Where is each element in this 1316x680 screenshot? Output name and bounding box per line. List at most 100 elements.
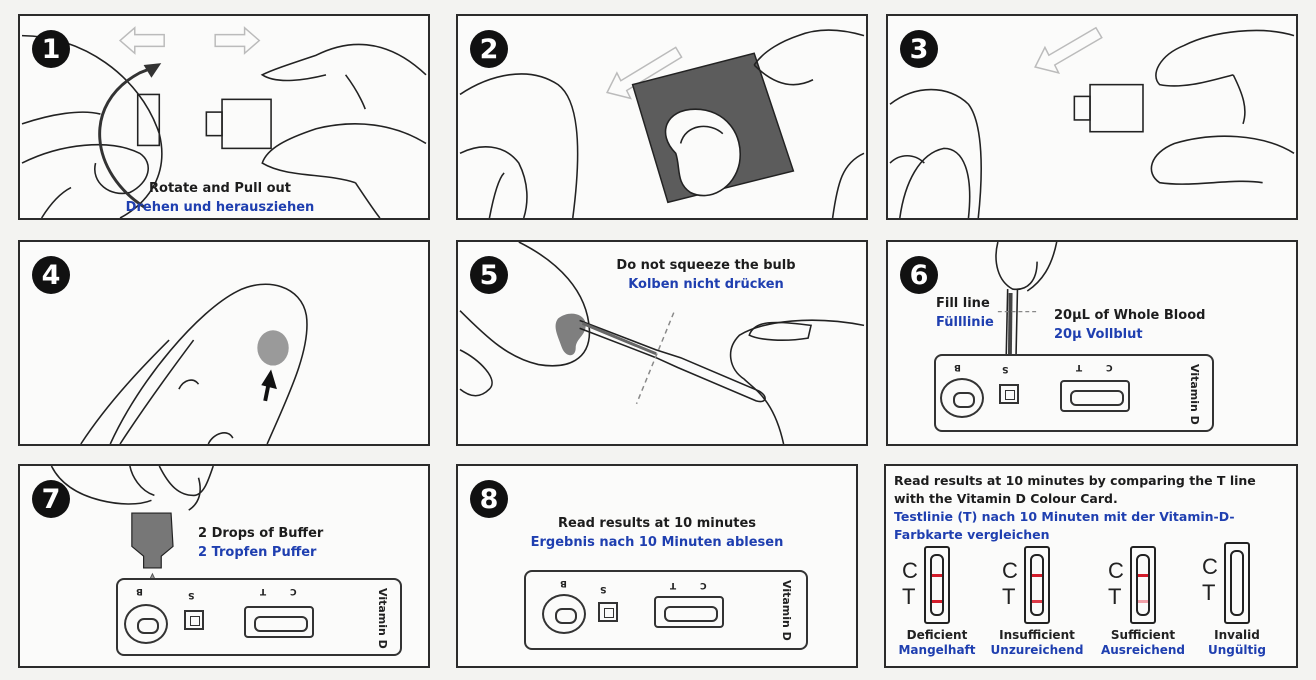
thumb-icon bbox=[664, 108, 741, 197]
result-window-icon bbox=[244, 606, 314, 638]
right-finger-icon bbox=[729, 319, 865, 444]
left-hand-icon bbox=[459, 73, 579, 218]
blood-drop-icon bbox=[257, 330, 289, 366]
line-c-label: C bbox=[1106, 362, 1113, 372]
hand-icon bbox=[50, 466, 214, 505]
step-3-illustration bbox=[889, 26, 1295, 218]
result-insufficient: C T Insufficient Unzureichend bbox=[991, 546, 1083, 666]
result-label-en: Deficient bbox=[906, 628, 968, 642]
finger-icon bbox=[109, 283, 308, 444]
t-label: T bbox=[902, 584, 916, 609]
step-6-caption: 20µL of Whole Blood 20µ Vollblut bbox=[1054, 306, 1205, 344]
t-label: T bbox=[1108, 584, 1122, 609]
result-label-de: Mangelhaft bbox=[898, 643, 976, 657]
step-6-text-en: 20µL of Whole Blood bbox=[1054, 308, 1206, 323]
c-label: C bbox=[1108, 558, 1124, 583]
result-window-icon bbox=[1060, 380, 1130, 412]
result-sufficient: C T Sufficient Ausreichend bbox=[1101, 546, 1188, 666]
results-intro-de: Testlinie (T) nach 10 Minuten mit der Vi… bbox=[894, 509, 1235, 542]
test-strip-icon bbox=[1130, 546, 1156, 624]
buffer-well-icon bbox=[940, 378, 984, 418]
step-6-fill-caption: Fill line Fülllinie bbox=[936, 294, 994, 332]
step-4-panel: 4 bbox=[18, 240, 430, 446]
results-intro-en: Read results at 10 minutes by comparing … bbox=[894, 473, 1256, 506]
buffer-well-icon bbox=[124, 604, 168, 644]
step-6-text-de: 20µ Vollblut bbox=[1054, 327, 1143, 342]
test-cassette: B S T C Vitamin D bbox=[524, 570, 808, 650]
step-7-text-de: 2 Tropfen Puffer bbox=[198, 545, 317, 560]
step-8-text-en: Read results at 10 minutes bbox=[558, 516, 756, 531]
step-5-illustration bbox=[459, 242, 865, 444]
c-line-mark bbox=[1032, 574, 1042, 577]
well-s-label: S bbox=[188, 590, 195, 600]
right-hand-icon bbox=[1150, 29, 1295, 185]
right-hand-icon bbox=[753, 29, 865, 218]
result-label-de: Ausreichend bbox=[1100, 643, 1186, 657]
result-window-icon bbox=[654, 596, 724, 628]
capillary-pipette-icon bbox=[579, 319, 766, 403]
well-b-label: B bbox=[954, 362, 961, 372]
cassette-brand-label: Vitamin D bbox=[376, 588, 389, 649]
step-6-badge: 6 bbox=[900, 256, 938, 294]
well-s-label: S bbox=[600, 584, 607, 594]
result-label-en: Insufficient bbox=[999, 628, 1075, 642]
c-label: C bbox=[902, 558, 918, 583]
step-3-panel: 3 bbox=[886, 14, 1298, 220]
step-4-illustration bbox=[80, 283, 308, 444]
fill-line-dashed bbox=[635, 312, 675, 405]
line-c-label: C bbox=[700, 580, 707, 590]
result-label-de: Unzureichend bbox=[990, 643, 1084, 657]
step-4-badge: 4 bbox=[32, 256, 70, 294]
step-8-text-de: Ergebnis nach 10 Minuten ablesen bbox=[530, 535, 784, 550]
c-label: C bbox=[1002, 558, 1018, 583]
c-label: C bbox=[1202, 554, 1218, 579]
sample-well-icon bbox=[184, 610, 204, 630]
test-strip-icon bbox=[1224, 542, 1250, 624]
left-hand-icon bbox=[889, 88, 982, 218]
step-1-panel: 1 Rotate and Pull out Drehen und herausz… bbox=[18, 14, 430, 220]
line-c-label: C bbox=[290, 586, 297, 596]
step-5-caption: Do not squeeze the bulb Kolben nicht drü… bbox=[606, 256, 806, 294]
cassette-brand-label: Vitamin D bbox=[1188, 364, 1201, 425]
line-t-label: T bbox=[1076, 362, 1083, 372]
dropper-bottle-icon bbox=[131, 512, 174, 569]
sample-well-icon bbox=[598, 602, 618, 622]
step-1-text-de: Drehen und herausziehen bbox=[125, 200, 315, 215]
step-7-badge: 7 bbox=[32, 480, 70, 518]
step-2-badge: 2 bbox=[470, 30, 508, 68]
t-line-mark bbox=[1032, 600, 1042, 603]
results-intro: Read results at 10 minutes by comparing … bbox=[894, 472, 1288, 544]
cassette-brand-label: Vitamin D bbox=[780, 580, 793, 641]
test-cassette: B S T C Vitamin D bbox=[116, 578, 402, 656]
step-1-text-en: Rotate and Pull out bbox=[149, 181, 291, 196]
step-6-panel: 6 Fill line Fülllinie 20µL of Whole Bloo… bbox=[886, 240, 1298, 446]
blood-drop-icon bbox=[555, 313, 586, 356]
result-deficient: C T Deficient Mangelhaft bbox=[898, 546, 982, 666]
c-line-mark bbox=[1138, 574, 1148, 577]
step-6-fill-text-en: Fill line bbox=[936, 296, 990, 311]
arrow-right-icon bbox=[214, 26, 261, 55]
test-strip-icon bbox=[924, 546, 950, 624]
step-5-badge: 5 bbox=[470, 256, 508, 294]
t-line-mark bbox=[1138, 600, 1148, 603]
arrow-down-left-icon bbox=[606, 46, 683, 100]
step-1-caption: Rotate and Pull out Drehen und herauszie… bbox=[120, 179, 320, 217]
well-b-label: B bbox=[136, 586, 143, 596]
rotate-arrow-icon bbox=[98, 67, 151, 209]
lancet-cap-icon bbox=[136, 93, 161, 147]
step-7-panel: 7 2 Drops of Buffer 2 Tropfen Puffer B S… bbox=[18, 464, 430, 668]
step-8-badge: 8 bbox=[470, 480, 508, 518]
buffer-well-icon bbox=[542, 594, 586, 634]
results-panel: Read results at 10 minutes by comparing … bbox=[884, 464, 1298, 668]
t-label: T bbox=[1202, 580, 1216, 605]
lancet-body-icon bbox=[1089, 83, 1144, 133]
step-8-panel: 8 Read results at 10 minutes Ergebnis na… bbox=[456, 464, 858, 668]
step-5-text-de: Kolben nicht drücken bbox=[628, 277, 784, 292]
line-t-label: T bbox=[670, 580, 677, 590]
well-b-label: B bbox=[560, 578, 567, 588]
step-1-illustration bbox=[21, 26, 427, 218]
step-3-badge: 3 bbox=[900, 30, 938, 68]
step-7-text-en: 2 Drops of Buffer bbox=[198, 526, 324, 541]
step-5-text-en: Do not squeeze the bulb bbox=[616, 258, 796, 273]
step-6-fill-text-de: Fülllinie bbox=[936, 315, 994, 330]
